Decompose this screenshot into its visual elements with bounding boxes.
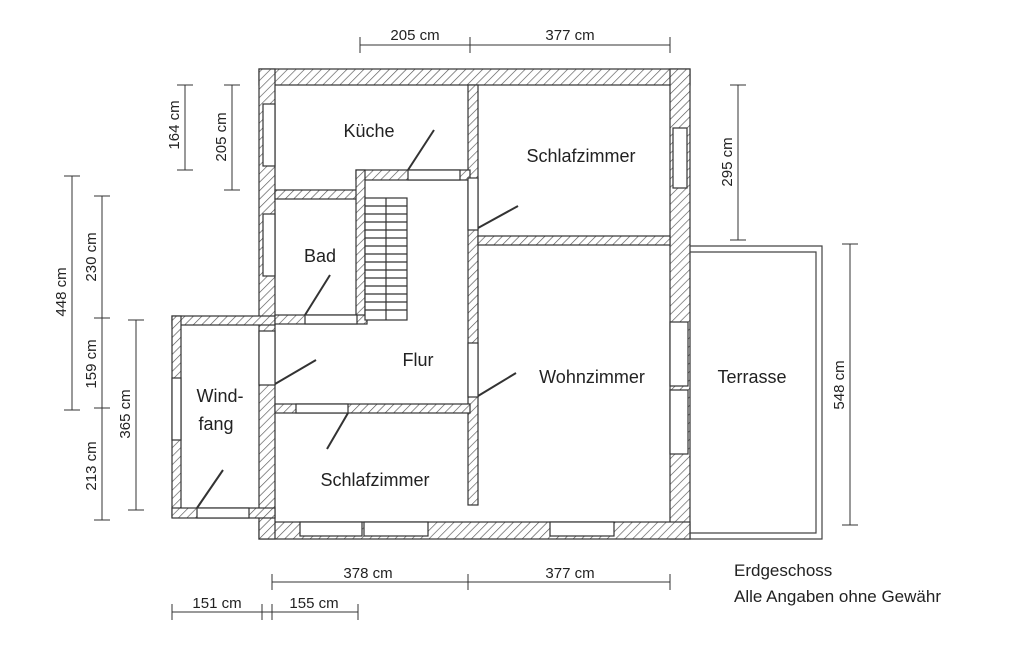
door-leaf-windfang <box>274 359 317 385</box>
terrace-outline <box>690 245 823 540</box>
floor-label: Erdgeschoss <box>734 561 832 580</box>
room-label-wohnzimmer: Wohnzimmer <box>539 367 645 387</box>
dim-label-left-164: 164 cm <box>166 100 183 149</box>
room-label-bad: Bad <box>304 246 336 266</box>
dim-label-left-159: 159 cm <box>83 339 100 388</box>
window-schlafzimmer-bottom-2 <box>363 521 429 537</box>
dim-label-right-295: 295 cm <box>719 137 736 186</box>
dim-label-left-205: 205 cm <box>213 112 230 161</box>
window-schlafzimmer-top <box>672 127 688 189</box>
wall-kitchen-bath <box>274 189 360 200</box>
room-label-flur: Flur <box>403 350 434 370</box>
dim-label-bottom-151: 151 cm <box>192 595 241 612</box>
door-opening-entrance <box>196 507 250 519</box>
door-opening-wohnzimmer <box>467 342 479 398</box>
door-opening-kitchen <box>407 169 461 181</box>
outer-wall-left <box>258 68 276 540</box>
window-windfang <box>171 377 182 441</box>
door-opening-schlafzimmer-top <box>467 177 479 231</box>
door-opening-bath <box>304 314 358 325</box>
window-wohnzimmer-bottom <box>549 521 615 537</box>
terrace-outline-inner <box>690 251 817 534</box>
wall-kitchen-stair-vertical <box>467 84 479 506</box>
room-label-windfang-line1: Wind- <box>196 386 243 406</box>
wall-schlafzimmer-wohnzimmer <box>477 235 671 246</box>
disclaimer-label: Alle Angaben ohne Gewähr <box>734 587 941 606</box>
window-schlafzimmer-bottom-1 <box>299 521 363 537</box>
window-wohnzimmer-2 <box>669 389 689 455</box>
door-leaf-schlafzimmer-bottom <box>326 412 349 450</box>
dim-label-left-448: 448 cm <box>53 267 70 316</box>
window-wohnzimmer-1 <box>669 321 689 387</box>
room-label-schlafzimmer-bottom: Schlafzimmer <box>320 470 429 490</box>
room-label-schlafzimmer-top: Schlafzimmer <box>526 146 635 166</box>
window-bath <box>262 213 276 277</box>
dim-label-bottom-378: 378 cm <box>343 565 392 582</box>
windows <box>171 103 689 537</box>
dimension-lines <box>64 37 858 620</box>
window-kitchen <box>262 103 276 167</box>
dim-label-left-230: 230 cm <box>83 232 100 281</box>
dim-label-bottom-377: 377 cm <box>545 565 594 582</box>
dim-label-left-365: 365 cm <box>117 389 134 438</box>
outer-wall-top <box>258 68 691 86</box>
dim-label-bottom-155: 155 cm <box>289 595 338 612</box>
windfang-wall-top <box>171 315 276 326</box>
dim-label-right-548: 548 cm <box>831 360 848 409</box>
dim-label-top-205: 205 cm <box>390 27 439 44</box>
door-leaf-schlafzimmer-top <box>477 205 519 229</box>
wall-stair-left <box>355 169 366 323</box>
door-leaf-kitchen <box>407 129 435 171</box>
room-label-kueche: Küche <box>343 121 394 141</box>
door-opening-windfang <box>258 330 276 386</box>
doors <box>196 129 519 519</box>
walls <box>171 68 691 540</box>
dim-label-top-377: 377 cm <box>545 27 594 44</box>
door-leaf-bath <box>304 274 331 316</box>
door-leaf-wohnzimmer <box>477 372 517 397</box>
door-leaf-entrance <box>196 469 224 509</box>
room-label-windfang-line2: fang <box>198 414 233 434</box>
wall-flur-bottom <box>274 403 471 414</box>
room-label-terrasse: Terrasse <box>717 367 786 387</box>
staircase <box>364 197 408 321</box>
dim-label-left-213: 213 cm <box>83 441 100 490</box>
door-opening-schlafzimmer-bottom <box>295 403 349 414</box>
